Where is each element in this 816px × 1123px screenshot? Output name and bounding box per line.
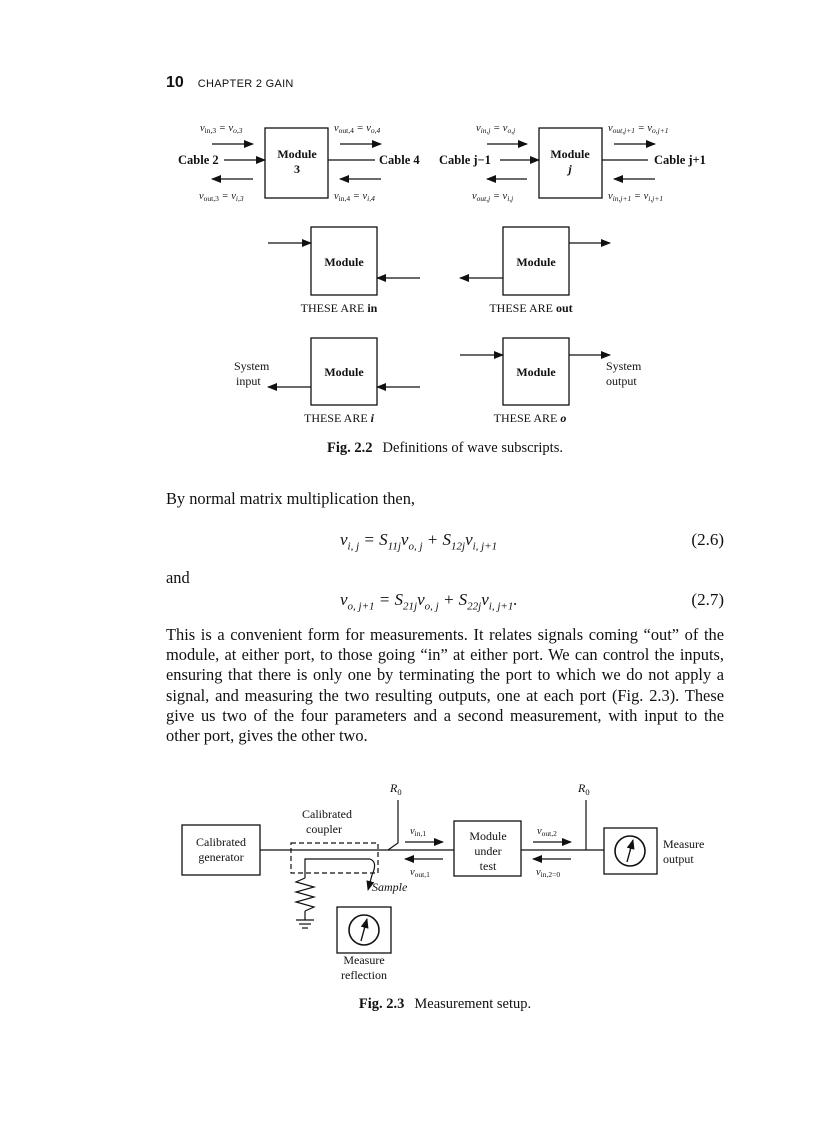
panel-in-caption: THESE ARE in [301,301,378,315]
panel-i-module-box [310,337,378,406]
panel-o-caption: THESE ARE o [494,411,567,425]
mut-label-line2: under [474,844,501,858]
measure-reflection-line2: reflection [341,968,387,982]
measure-reflection-line1: Measure [343,953,384,967]
label-vin2: vin,2=0 [536,867,560,879]
system-input-line1: System [234,359,270,373]
figure-2-2-caption-label: Fig. 2.2 [327,440,373,456]
generator-label-line1: Calibrated [196,835,246,849]
panel-o-module-box [502,337,570,406]
module-3-diagram: Module 3 Cable 2 Cable 4 vin,3 = vo,3 vo… [178,123,420,203]
label-voutj: vout,j = vi,j [472,191,513,203]
sample-label: Sample [372,880,408,894]
system-output-line1: System [606,359,642,373]
panel-o: Module System output THESE ARE o [460,337,642,425]
figure-2-3: Calibrated generator Calibrated coupler … [181,781,704,982]
label-vout3: vout,3 = vi,3 [199,191,244,203]
module-3-label: Module [277,147,317,161]
panel-in: Module THESE ARE in [268,226,420,315]
panel-in-module-label: Module [324,255,364,269]
coupler-label-line1: Calibrated [302,807,352,821]
coupled-line [304,858,370,873]
measure-output-line1: Measure [663,837,704,851]
panel-in-module-box [310,226,378,296]
figure-2-2-caption-text: Definitions of wave subscripts. [382,440,563,456]
and-text: and [166,568,190,587]
output-meter-dial [614,835,646,867]
panel-out-module-box [502,226,570,296]
label-vinj: vin,j = vo,j [476,123,515,135]
mut-label-line1: Module [469,829,506,843]
label-vout1: vout,1 [410,867,430,879]
label-vout2: vout,2 [537,826,557,838]
equation-2-7: vo, j+1 = S21jvo, j + S22jvi, j+1. (2.7) [166,590,724,614]
cable-jm1-label: Cable j−1 [439,153,491,167]
measure-output-line2: output [663,852,694,866]
panel-out-module-label: Module [516,255,556,269]
equation-2-6-number: (2.6) [691,530,724,549]
label-vinj1: vin,j+1 = vi,j+1 [608,191,663,203]
running-header: 10 CHAPTER 2 GAIN [166,74,294,92]
system-output-line2: output [606,374,637,388]
termination-resistor [293,877,317,912]
r0-right-label: R0 [577,781,590,797]
figure-2-3-caption-label: Fig. 2.3 [358,996,405,1012]
r0-left-label: R0 [389,781,402,797]
label-vin4: vin,4 = vi,4 [334,191,375,203]
panel-i: Module System input THESE ARE i [234,337,420,425]
label-voutj1: vout,j+1 = vo,j+1 [608,123,669,135]
figure-2-2-caption: Fig. 2.2 Definitions of wave subscripts. [166,440,724,457]
cable-jp1-label: Cable j+1 [654,153,706,167]
label-vout4: vout,4 = vo,4 [334,123,381,135]
generator-label-line2: generator [198,850,243,864]
sample-arrow [366,858,376,891]
reflection-meter-needle-icon [360,918,369,942]
cable-4-label: Cable 4 [379,153,420,167]
panel-out: Module THESE ARE out [459,226,611,315]
panel-o-module-label: Module [516,365,556,379]
figure-2-3-caption: Fig. 2.3 Measurement setup. [166,996,724,1013]
reflection-meter-dial [348,914,380,946]
coupler-dashed-box [290,842,379,874]
module-j-index: j [566,162,572,176]
label-vin1: vin,1 [410,826,426,838]
page-number: 10 [166,74,184,91]
intro-paragraph: By normal matrix multiplication then, [166,489,416,508]
measure-reflection-box [336,906,392,954]
body-paragraph: This is a convenient form for measuremen… [166,625,724,746]
panel-out-caption: THESE ARE out [489,301,572,315]
system-input-line2: input [236,374,261,388]
panel-i-module-label: Module [324,365,364,379]
mut-label-line3: test [480,859,497,873]
label-vin3: vin,3 = vo,3 [200,123,243,135]
measure-output-box [603,827,658,875]
module-under-test-box [453,820,522,877]
coupler-label-line2: coupler [306,822,342,836]
module-j-diagram: Module j Cable j−1 Cable j+1 vin,j = vo,… [439,123,706,203]
chapter-title: CHAPTER 2 GAIN [197,78,294,90]
module-3-number: 3 [294,162,300,176]
r0-left-lead [387,800,399,851]
equation-2-6: vi, j = S11jvo, j + S12jvi, j+1 (2.6) [166,530,724,554]
cable-2-label: Cable 2 [178,153,219,167]
module-j-label: Module [550,147,590,161]
output-meter-needle-icon [626,839,635,863]
panel-i-caption: THESE ARE i [304,411,375,425]
equation-2-6-expression: vi, j = S11jvo, j + S12jvi, j+1 [340,530,498,553]
equation-2-7-expression: vo, j+1 = S21jvo, j + S22jvi, j+1. [340,590,518,613]
equation-2-7-number: (2.7) [691,590,724,609]
figure-2-3-caption-text: Measurement setup. [414,996,532,1012]
